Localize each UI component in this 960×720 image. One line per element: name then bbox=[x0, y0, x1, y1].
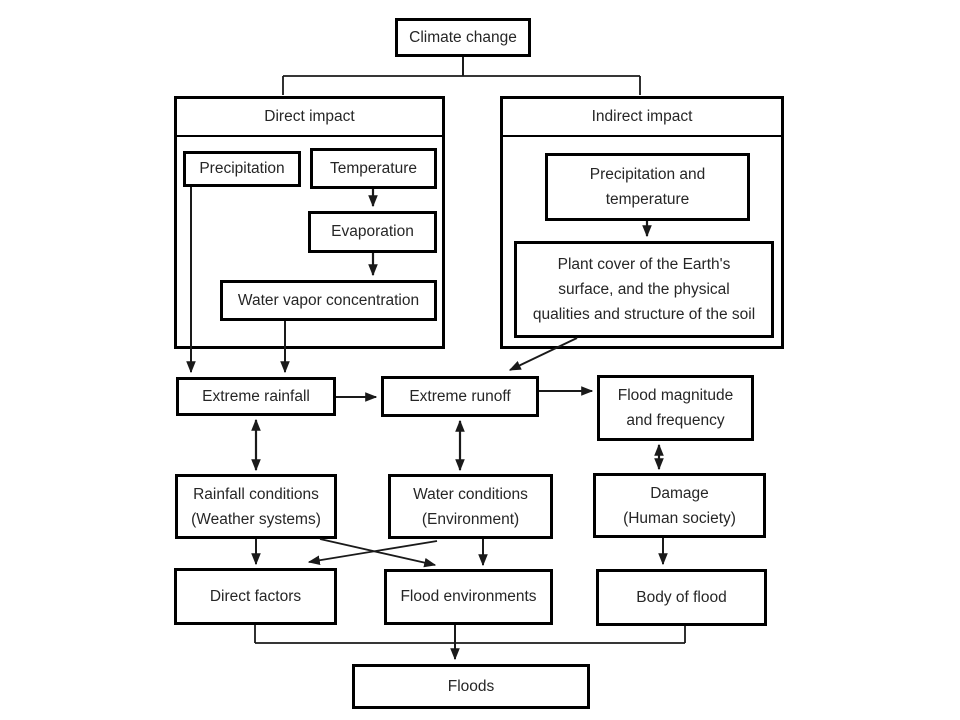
node-body-of-flood-label: Body of flood bbox=[636, 588, 727, 606]
node-climate-change: Climate change bbox=[395, 18, 531, 57]
group-indirect-impact-header: Indirect impact bbox=[503, 99, 781, 137]
node-temperature-label: Temperature bbox=[329, 159, 417, 177]
node-precipitation: Precipitation bbox=[183, 151, 301, 187]
node-floods-label: Floods bbox=[447, 677, 495, 695]
node-direct-factors: Direct factors bbox=[174, 568, 337, 625]
node-flood-environments-label: Flood environments bbox=[400, 588, 537, 605]
group-indirect-impact-label: Indirect impact bbox=[591, 108, 693, 125]
node-flood-magnitude-frequency-label: Flood magnitude and frequency bbox=[617, 387, 734, 429]
node-flood-magnitude-frequency: Flood magnitude and frequency bbox=[597, 375, 754, 441]
group-direct-impact-label: Direct impact bbox=[264, 108, 355, 125]
node-extreme-runoff: Extreme runoff bbox=[381, 376, 539, 417]
node-body-of-flood: Body of flood bbox=[596, 569, 767, 626]
node-floods: Floods bbox=[352, 664, 590, 709]
node-plant-cover-label: Plant cover of the Earth's surface, and … bbox=[532, 256, 756, 323]
edge-water-conditions-direct-factors bbox=[307, 540, 438, 565]
node-precipitation-and-temperature: Precipitation and temperature bbox=[545, 153, 750, 221]
node-evaporation-label: Evaporation bbox=[331, 223, 414, 240]
group-direct-impact-header: Direct impact bbox=[177, 99, 442, 137]
node-evaporation: Evaporation bbox=[308, 211, 437, 253]
node-damage: Damage (Human society) bbox=[593, 473, 766, 538]
node-damage-label: Damage (Human society) bbox=[623, 484, 736, 527]
node-temperature: Temperature bbox=[310, 148, 437, 189]
node-climate-change-label: Climate change bbox=[409, 28, 517, 46]
node-flood-environments: Flood environments bbox=[384, 569, 553, 625]
node-plant-cover: Plant cover of the Earth's surface, and … bbox=[514, 241, 774, 338]
node-extreme-rainfall: Extreme rainfall bbox=[176, 377, 336, 416]
node-extreme-rainfall-label: Extreme rainfall bbox=[202, 387, 310, 405]
node-rainfall-conditions-label: Rainfall conditions (Weather systems) bbox=[191, 485, 321, 528]
node-water-conditions-label: Water conditions (Environment) bbox=[413, 485, 528, 528]
node-rainfall-conditions: Rainfall conditions (Weather systems) bbox=[175, 474, 337, 539]
node-water-vapor-concentration: Water vapor concentration bbox=[220, 280, 437, 321]
node-direct-factors-label: Direct factors bbox=[209, 587, 302, 605]
node-water-conditions: Water conditions (Environment) bbox=[388, 474, 553, 539]
node-precipitation-label: Precipitation bbox=[199, 160, 285, 177]
edge-rainfall-conditions-flood-environments bbox=[319, 538, 437, 568]
node-extreme-runoff-label: Extreme runoff bbox=[409, 387, 511, 405]
node-water-vapor-concentration-label: Water vapor concentration bbox=[237, 291, 420, 309]
node-precipitation-and-temperature-label: Precipitation and temperature bbox=[589, 166, 706, 208]
